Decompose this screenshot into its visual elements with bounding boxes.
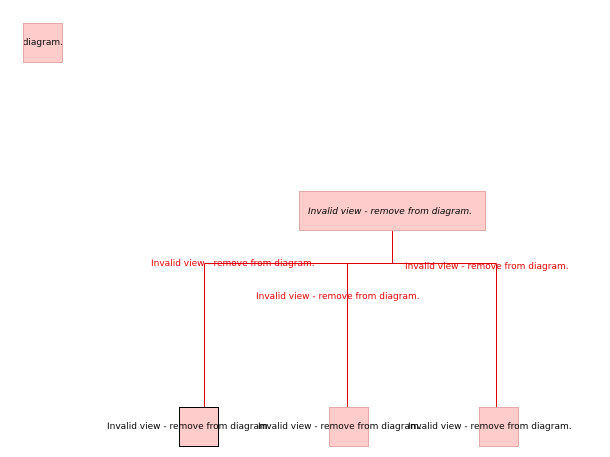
edge-3-label: Invalid view - remove from diagram. (405, 262, 569, 272)
edge-2-label: Invalid view - remove from diagram. (256, 292, 420, 302)
node-child-3[interactable] (479, 407, 519, 447)
node-child-2[interactable] (329, 407, 369, 447)
node-top-left[interactable]: Invalid view - remove from diagram. (23, 23, 63, 63)
node-top-left-label: Invalid view - remove from diagram. (24, 38, 62, 48)
node-child-1-label: Invalid view - remove from diagram. (107, 422, 271, 432)
node-main-label: Invalid view - remove from diagram. (308, 207, 472, 217)
node-top-left-clip: Invalid view - remove from diagram. (24, 24, 62, 62)
node-child-3-label: Invalid view - remove from diagram. (408, 422, 572, 432)
node-child-1[interactable] (179, 407, 219, 447)
node-child-2-label: Invalid view - remove from diagram. (258, 422, 422, 432)
edge-1-label: Invalid view - remove from diagram. (151, 259, 315, 269)
node-main[interactable]: Invalid view - remove from diagram. (299, 191, 486, 231)
